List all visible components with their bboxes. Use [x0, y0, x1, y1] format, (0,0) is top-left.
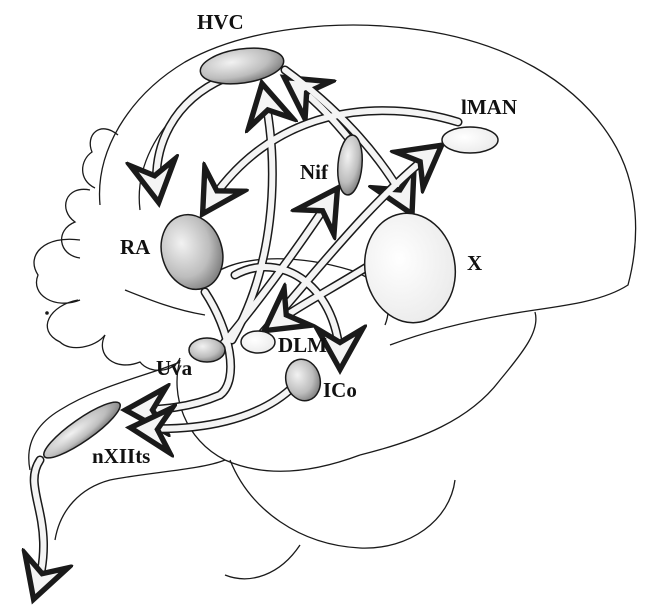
marker-dot — [45, 311, 49, 315]
label-ico: ICo — [323, 380, 357, 401]
nucleus-uva — [189, 338, 225, 362]
lower-lobe — [225, 545, 300, 579]
label-nxiits: nXIIts — [92, 446, 150, 467]
label-ra: RA — [120, 237, 150, 258]
label-dlm: DLM — [278, 335, 327, 356]
nucleus-lman — [442, 127, 498, 153]
lower-contour — [230, 460, 455, 548]
label-uva: Uva — [156, 358, 192, 379]
spinal-cord-lower — [55, 460, 225, 540]
label-nif: Nif — [300, 162, 328, 183]
tectum-outline — [177, 360, 360, 471]
nucleus-hvc — [198, 43, 286, 88]
cerebellum-lobe-2 — [62, 189, 90, 258]
cerebellum-lobe-4 — [47, 300, 105, 348]
nucleus-ra — [152, 207, 233, 298]
label-hvc: HVC — [197, 12, 244, 33]
nucleus-dlm — [241, 331, 275, 353]
cerebellum-lobe-3 — [34, 239, 80, 303]
label-lman: lMAN — [461, 97, 517, 118]
pathways — [34, 70, 458, 595]
nucleus-nif — [335, 134, 364, 196]
nucleus-x — [356, 206, 464, 330]
telencephalon-outline — [100, 25, 636, 345]
brainstem-outline — [360, 312, 536, 455]
hemisphere-line — [139, 95, 200, 210]
label-x: X — [467, 253, 482, 274]
cerebellum-lobe-6 — [125, 290, 205, 315]
